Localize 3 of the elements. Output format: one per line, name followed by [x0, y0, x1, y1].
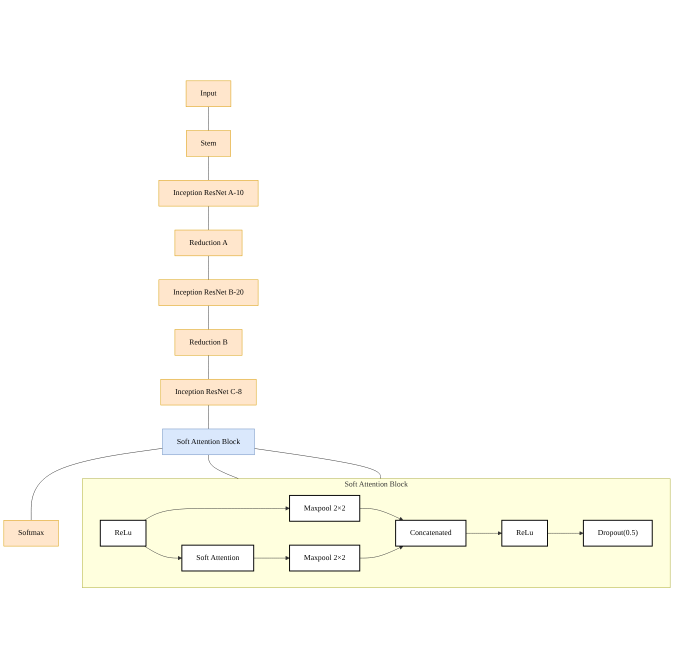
connector [254, 448, 381, 479]
connector [30, 448, 163, 520]
connector [208, 454, 239, 479]
